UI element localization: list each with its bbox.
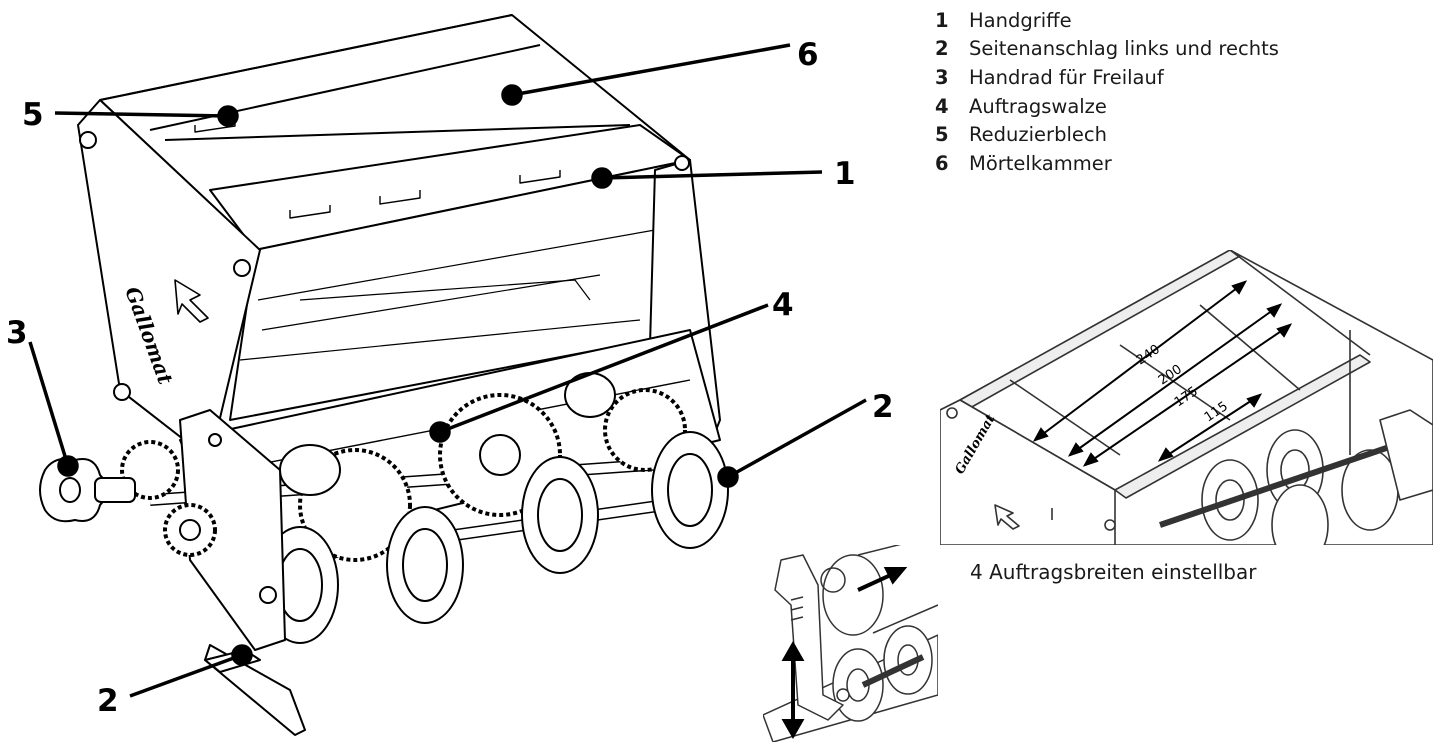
legend-number: 1 <box>935 8 949 32</box>
widths-caption: 4 Auftragsbreiten einstellbar <box>970 560 1257 584</box>
callout-2-right: 2 <box>872 389 894 425</box>
legend-label: Mörtelkammer <box>969 151 1112 175</box>
side-stop-inset <box>763 545 938 742</box>
callout-1: 1 <box>834 156 856 192</box>
legend-item: 3 Handrad für Freilauf <box>935 63 1279 92</box>
left-side-plate <box>77 99 261 461</box>
callout-3: 3 <box>6 315 28 351</box>
legend-item: 5 Reduzierblech <box>935 120 1279 149</box>
legend-number: 5 <box>935 123 949 147</box>
legend-label: Auftragswalze <box>969 94 1107 118</box>
callout-4: 4 <box>772 287 794 323</box>
callout-2-left: 2 <box>97 683 119 719</box>
legend-label: Handrad für Freilauf <box>969 65 1164 89</box>
parts-legend: 1 Handgriffe 2 Seitenanschlag links und re… <box>935 6 1279 178</box>
legend-label: Handgriffe <box>969 8 1072 32</box>
legend-number: 2 <box>935 37 949 61</box>
legend-number: 6 <box>935 151 949 175</box>
legend-label: Seitenanschlag links und rechts <box>969 37 1279 61</box>
callout-6: 6 <box>797 37 819 73</box>
legend-item: 1 Handgriffe <box>935 6 1279 35</box>
legend-label: Reduzierblech <box>969 123 1107 147</box>
callout-5: 5 <box>22 97 44 133</box>
main-machine-drawing: Gallomat <box>28 14 867 736</box>
legend-item: 2 Seitenanschlag links und rechts <box>935 35 1279 64</box>
application-widths-inset: 240 200 175 115 Gallomat <box>940 250 1433 545</box>
legend-number: 3 <box>935 65 949 89</box>
legend-item: 4 Auftragswalze <box>935 92 1279 121</box>
handwheel-knob <box>39 457 136 523</box>
legend-item: 6 Mörtelkammer <box>935 149 1279 178</box>
left-bracket <box>179 409 286 651</box>
legend-number: 4 <box>935 94 949 118</box>
